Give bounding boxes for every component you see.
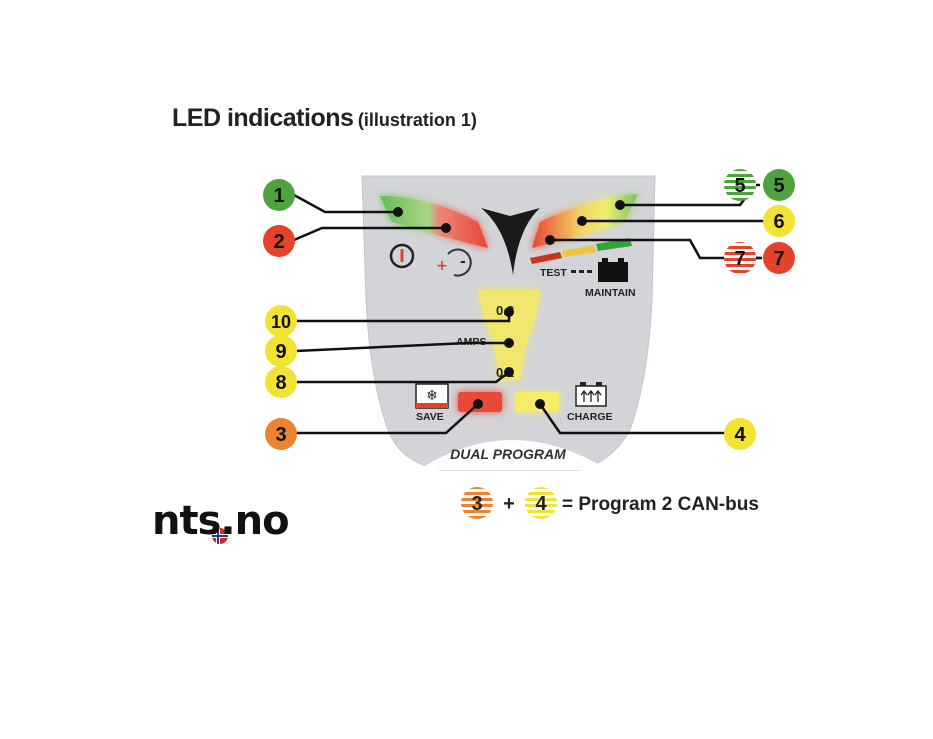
callout-label-4: 4 — [734, 424, 746, 446]
callout-label-10: 10 — [271, 312, 291, 332]
battery-icon — [598, 258, 628, 282]
label-test: TEST — [540, 267, 567, 279]
callout-circle-6 — [763, 205, 795, 237]
test-dashes — [571, 270, 592, 273]
callout-7: 7 — [763, 242, 795, 274]
center-chevron — [481, 208, 540, 275]
leader-4 — [538, 403, 725, 435]
callout-1: 1 — [263, 179, 295, 211]
callout-7s: 7 — [724, 242, 756, 274]
callout-4: 4 — [724, 418, 756, 450]
amps-column — [478, 290, 540, 380]
callout-label-3: 3 — [275, 424, 286, 446]
meter-bar-red — [530, 252, 562, 264]
callout-circle-5s — [724, 169, 756, 201]
callouts: 1 2 3 4 5 5 6 7 7 8 9 10 — [263, 169, 795, 450]
leader-8 — [296, 371, 510, 384]
callout-label-7: 7 — [773, 248, 784, 270]
callout-8: 8 — [265, 366, 297, 398]
svg-text:❄: ❄ — [426, 388, 438, 404]
label-charge: CHARGE — [567, 411, 613, 423]
callout-10: 10 — [265, 305, 297, 337]
callout-circle-3 — [265, 418, 297, 450]
title-main: LED indications — [172, 104, 354, 132]
leader-2 — [293, 226, 446, 242]
callout-3: 3 — [265, 418, 297, 450]
svg-text:-: - — [460, 254, 466, 270]
leader-3 — [296, 403, 479, 435]
nts-logo: nts.no — [152, 498, 290, 544]
equation-plus: + — [503, 493, 515, 515]
callout-label-6: 6 — [773, 211, 784, 233]
leader-9 — [295, 341, 509, 353]
callout-circle-4 — [724, 418, 756, 450]
equation-badge-4-label: 4 — [535, 493, 547, 515]
callout-label-8: 8 — [275, 372, 286, 394]
callout-5s: 5 — [724, 169, 756, 201]
callout-circle-1 — [263, 179, 295, 211]
callout-2: 2 — [263, 225, 295, 257]
equation-badge-4: 4 — [525, 487, 557, 519]
panel-bottom-arc — [418, 440, 608, 470]
equation-badge-3-label: 3 — [471, 493, 482, 515]
power-icon — [389, 243, 415, 269]
leader-1 — [293, 193, 398, 214]
callout-label-9: 9 — [275, 341, 286, 363]
callout-circle-8 — [265, 366, 297, 398]
callout-circle-7s — [724, 242, 756, 274]
callout-label-1: 1 — [273, 185, 284, 207]
page-title: LED indications (illustration 1) — [172, 104, 477, 133]
title-sub: (illustration 1) — [357, 110, 477, 130]
callout-6: 6 — [763, 205, 795, 237]
callout-circle-2 — [263, 225, 295, 257]
label-maintain: MAINTAIN — [585, 287, 636, 299]
equation-text: = Program 2 CAN-bus — [562, 494, 759, 515]
callout-label-2: 2 — [273, 231, 284, 253]
led-markers — [393, 200, 625, 409]
callout-circle-7 — [763, 242, 795, 274]
battery-charge-icon — [575, 382, 607, 407]
snowflake-icon: ❄ — [415, 383, 449, 409]
callout-label-7s: 7 — [734, 248, 745, 270]
callout-label-5s: 5 — [734, 175, 745, 197]
callout-9: 9 — [265, 335, 297, 367]
callout-circle-10 — [265, 305, 297, 337]
callout-circle-9 — [265, 335, 297, 367]
label-dual-program: DUAL PROGRAM — [450, 446, 566, 462]
callout-5: 5 — [763, 169, 795, 201]
callout-label-5: 5 — [773, 175, 784, 197]
label-save: SAVE — [416, 411, 444, 423]
norway-flag-icon — [212, 528, 228, 544]
polarity-icon: + - — [436, 248, 472, 277]
svg-text:+: + — [436, 258, 448, 274]
callout-circle-5 — [763, 169, 795, 201]
led-1-2 — [380, 196, 488, 248]
meter-bar-yellow — [562, 245, 596, 257]
equation-badge-3: 3 — [461, 487, 493, 519]
